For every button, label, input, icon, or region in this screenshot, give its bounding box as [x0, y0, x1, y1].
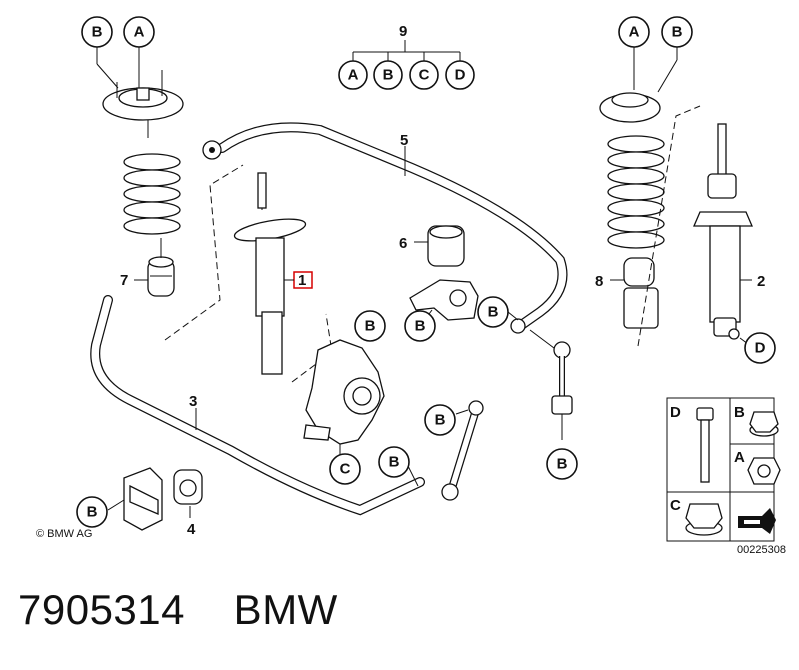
callout-c-knuckle: C: [329, 453, 361, 485]
callout-b-rear-link: B: [477, 296, 509, 328]
rear-stabilizer-bar-part-5: [202, 122, 568, 334]
callout-a-right-top: A: [618, 16, 650, 48]
legend-letter-c: C: [670, 497, 681, 514]
bump-stop-part-7: [134, 238, 175, 297]
legend-letter-a: A: [734, 449, 745, 466]
front-bushing-bracket-part-4: [107, 467, 203, 531]
part-number-5: 5: [400, 132, 408, 149]
part-number-4: 4: [187, 521, 196, 538]
steering-knuckle: [303, 339, 385, 462]
kit-9-tree: [352, 40, 461, 62]
left-coil-spring: [123, 153, 181, 235]
front-drop-link: [405, 400, 484, 501]
front-stabilizer-bar-part-3: [90, 295, 425, 516]
callout-a-kit: A: [338, 60, 368, 90]
shock-absorber-part-2: [693, 123, 753, 345]
callout-b-drop-link-bottom: B: [378, 446, 410, 478]
legend-letter-d: D: [670, 404, 681, 421]
svg-text:C: C: [419, 67, 430, 84]
callout-b-bracket-left: B: [76, 496, 108, 528]
image-number: 00225308: [737, 544, 786, 556]
callout-c-kit: C: [409, 60, 439, 90]
callout-d-kit: D: [445, 60, 475, 90]
callout-b-left-top: B: [81, 16, 113, 48]
svg-text:B: B: [87, 504, 98, 521]
callout-b-bracket: B: [404, 310, 436, 342]
hex-nut-icon: [747, 457, 781, 485]
svg-text:B: B: [365, 318, 376, 335]
svg-text:B: B: [557, 456, 568, 473]
self-locking-nut-icon: [685, 503, 723, 536]
left-top-mount: [96, 44, 184, 138]
part-number-3: 3: [189, 393, 197, 410]
strut-part-1: [233, 172, 333, 383]
part-number-1: 1: [298, 272, 306, 289]
svg-text:A: A: [629, 24, 640, 41]
callout-d-shock: D: [744, 332, 776, 364]
part-number-7: 7: [120, 272, 128, 289]
rear-bushing-part-6: [414, 225, 465, 267]
rear-drop-link: [507, 311, 573, 440]
callout-b-kit: B: [373, 60, 403, 90]
svg-text:A: A: [134, 24, 145, 41]
arrow-icon: [738, 508, 776, 534]
callout-a-left-top: A: [123, 16, 155, 48]
part-caption: 7905314 BMW: [18, 586, 338, 633]
callouts: B A A B C D A B B B B D B B C B B: [76, 16, 776, 528]
part-number-6: 6: [399, 235, 407, 252]
callout-b-knuckle: B: [354, 310, 386, 342]
svg-text:B: B: [415, 318, 426, 335]
suspension-parts-diagram: B A A B C D A B B B B D B B C B B 9 5 6 …: [36, 16, 786, 556]
svg-text:B: B: [672, 24, 683, 41]
right-spring-assembly: [599, 44, 701, 347]
callout-b-right-top: B: [661, 16, 693, 48]
svg-text:B: B: [383, 67, 394, 84]
svg-text:D: D: [755, 340, 766, 357]
callout-b-rear-link-bottom: B: [546, 448, 578, 480]
callout-b-drop-link-top: B: [424, 404, 456, 436]
svg-text:B: B: [488, 304, 499, 321]
flange-nut-icon: [749, 411, 779, 437]
svg-text:A: A: [348, 67, 359, 84]
svg-text:B: B: [92, 24, 103, 41]
left-spring-assembly: [96, 44, 244, 341]
svg-text:B: B: [389, 454, 400, 471]
bolt-icon: [696, 407, 714, 483]
part-number-2: 2: [757, 273, 765, 290]
legend-letters: D B A C: [670, 404, 745, 514]
svg-text:B: B: [435, 412, 446, 429]
part-numbers: 9 5 6 7 1 8 2 3 4: [120, 23, 765, 538]
svg-text:D: D: [455, 67, 466, 84]
part-number-8: 8: [595, 273, 603, 290]
part-number-9: 9: [399, 23, 407, 40]
hardware-legend: [666, 397, 781, 542]
svg-text:C: C: [340, 461, 351, 478]
legend-letter-b: B: [734, 404, 745, 421]
copyright-text: © BMW AG: [36, 528, 92, 540]
